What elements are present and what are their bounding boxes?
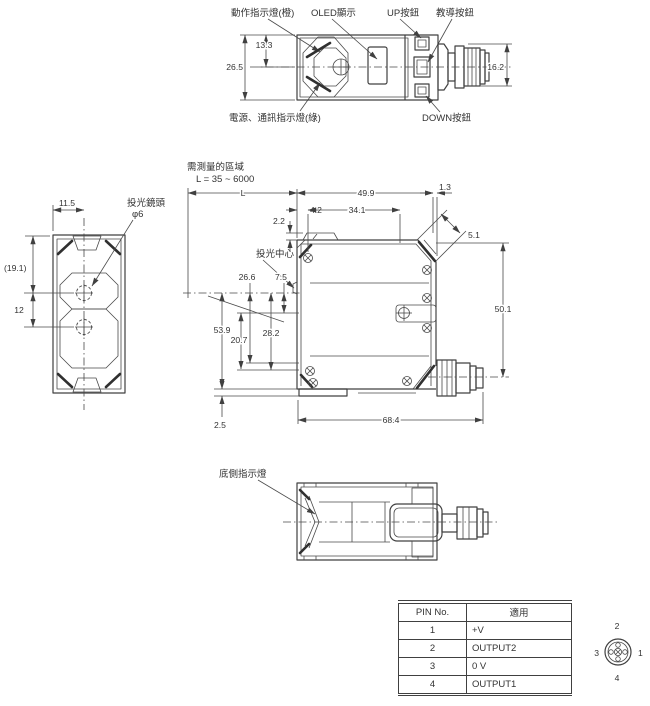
reference-tab [395, 304, 437, 323]
dim-2-2: 2.2 [273, 216, 285, 226]
dim-53-9: 53.9 [214, 325, 231, 335]
body-end-cap [437, 43, 449, 91]
connector-key [614, 648, 623, 657]
screw-icons [303, 253, 432, 388]
front-view-dimensions: 11.5 (19.1) 12 [3, 197, 85, 328]
pin-table-row: 4 OUTPUT1 [398, 674, 572, 694]
measuring-region-label: 需測量的區域 [187, 161, 245, 173]
dim-50-1: 50.1 [495, 304, 512, 314]
pin-usage: +V [466, 620, 572, 640]
pin-usage: OUTPUT2 [466, 638, 572, 658]
top-view-leader-lines [267, 18, 453, 113]
teach-button-label: 教導按鈕 [436, 7, 475, 19]
operation-indicator-label: 動作指示燈(橙) [231, 7, 294, 19]
pin-1-hole [622, 649, 628, 655]
top-view-body [250, 34, 512, 101]
dim-2-5: 2.5 [214, 420, 226, 430]
down-button[interactable] [414, 83, 430, 98]
pin-table-header-row: PIN No. 適用 [398, 602, 572, 622]
dim-L: L [241, 188, 246, 198]
pin-table: PIN No. 適用 1 +V 2 OUTPUT2 3 0 V 4 OUTPUT… [398, 600, 572, 696]
dim-26-5: 26.5 [226, 62, 243, 72]
pin-2-hole [615, 642, 621, 648]
pin-number: 1 [398, 620, 467, 640]
usage-header: 適用 [466, 602, 572, 622]
upper-lens-window [59, 272, 119, 310]
dim-5-1: 5.1 [468, 230, 480, 240]
pin-3-hole [608, 649, 614, 655]
pin-table-row: 2 OUTPUT2 [398, 638, 572, 658]
bottom-view: 底側指示燈 [219, 468, 500, 561]
oled-display-label: OLED顯示 [311, 8, 356, 19]
lens-window-octagon [302, 36, 349, 98]
bottom-indicator-label: 底側指示燈 [219, 468, 267, 480]
pin-label-1: 1 [638, 648, 643, 658]
dim-11-5: 11.5 [59, 198, 75, 208]
pin-connector-diagram: 2 1 3 4 [593, 620, 645, 685]
dim-16-2: 16.2 [487, 62, 504, 72]
pin-usage: OUTPUT1 [466, 674, 572, 694]
pin-table-row: 3 0 V [398, 656, 572, 676]
emission-center-label: 投光中心 [256, 248, 295, 260]
top-tab [302, 232, 339, 241]
dim-26-6: 26.6 [239, 272, 256, 282]
pin-number: 2 [398, 638, 467, 658]
lens-diameter-label: φ6 [132, 209, 143, 220]
oled-window [367, 46, 388, 85]
dim-1-3: 1.3 [439, 182, 451, 192]
side-view: 需測量的區域 L = 35 ~ 6000 投光中心 [183, 161, 513, 432]
power-comm-indicator-label: 電源、通訊指示燈(綠) [229, 112, 321, 124]
front-view: 投光鏡頭 φ6 11.5 (19.1) 12 [3, 197, 166, 410]
side-view-body [292, 232, 509, 397]
pin-number: 3 [398, 656, 467, 676]
pin-label-3: 3 [594, 648, 599, 658]
top-view-dimensions: 26.5 13.3 16.2 [225, 34, 512, 101]
pin-no-header: PIN No. [398, 602, 467, 622]
side-view-connector [436, 359, 484, 397]
pin-number: 4 [398, 674, 467, 694]
pin-4-hole [615, 656, 621, 662]
down-button-label: DOWN按鈕 [422, 112, 472, 124]
pin-table-row: 1 +V [398, 620, 572, 640]
dim-34-1: 34.1 [349, 205, 366, 215]
dim-20-7: 20.7 [231, 335, 248, 345]
bottom-view-connector [389, 487, 489, 558]
emitter-lens-label: 投光鏡頭 [127, 197, 166, 209]
up-button[interactable] [414, 36, 430, 51]
pin-usage: 0 V [466, 656, 572, 676]
dim-13-3: 13.3 [256, 40, 273, 50]
measuring-range-label: L = 35 ~ 6000 [196, 174, 254, 185]
dim-7-5: 7.5 [275, 272, 287, 282]
dim-68-4: 68.4 [383, 415, 400, 425]
front-view-body [52, 218, 126, 410]
pin-label-4: 4 [615, 673, 620, 683]
reference-crosshair [396, 305, 412, 321]
dim-19-1: (19.1) [4, 263, 27, 273]
dim-28-2: 28.2 [263, 328, 280, 338]
dim-12: 12 [14, 305, 24, 315]
dim-49-9: 49.9 [358, 188, 375, 198]
up-button-label: UP按鈕 [387, 7, 420, 19]
top-view: 動作指示燈(橙) OLED顯示 UP按鈕 教導按鈕 電源、通訊指示燈(綠) DO… [225, 7, 512, 124]
pin-label-2: 2 [615, 621, 620, 631]
mounting-foot [298, 388, 348, 397]
bottom-view-body [283, 482, 500, 561]
lower-lens-window [59, 308, 119, 369]
side-view-dimensions: L 49.9 1.3 4.2 34.1 2.2 5.1 [183, 181, 513, 432]
